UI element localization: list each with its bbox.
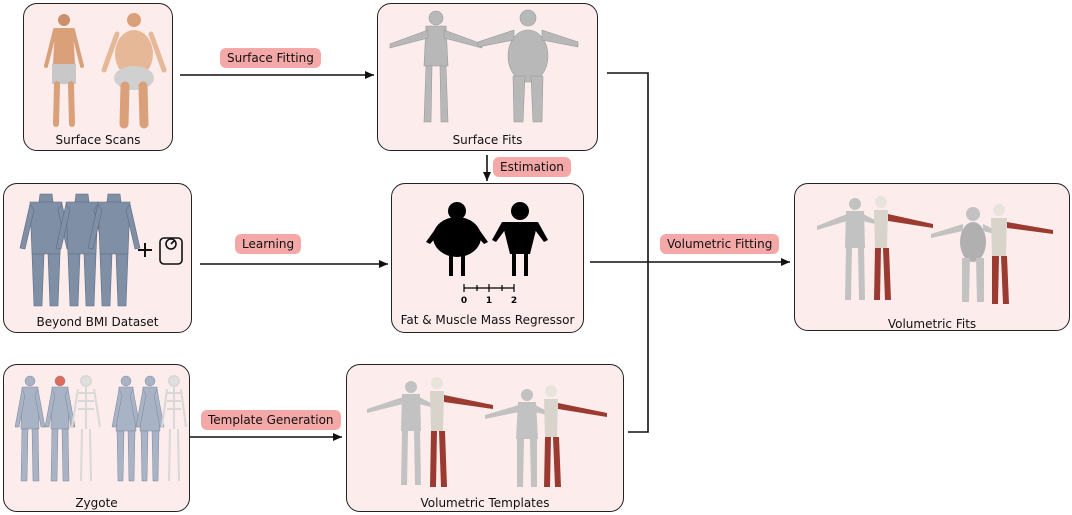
node-label-volumetric-fits: Volumetric Fits [887, 317, 977, 331]
node-volumetric-templates: Volumetric Templates [346, 364, 624, 512]
node-label-volumetric-templates: Volumetric Templates [420, 496, 550, 510]
surface-scans-illustration [44, 13, 167, 129]
node-label-surface-scans: Surface Scans [55, 133, 141, 147]
muscular-figure-icon [492, 202, 548, 276]
zygote-illustration [14, 375, 187, 482]
edge-label-estimation: Estimation [493, 157, 571, 177]
node-zygote: Zygote [3, 364, 190, 512]
edge-label-surface-fitting: Surface Fitting [220, 48, 321, 68]
edge-label-template-generation: Template Generation [201, 410, 341, 430]
weight-scale-icon [159, 237, 183, 265]
mass-scale-axis [463, 284, 515, 292]
node-label-surface-fits: Surface Fits [452, 133, 523, 147]
edge-label-volumetric-fitting: Volumetric Fitting [660, 234, 780, 254]
scale-tick-1: 1 [486, 296, 492, 306]
node-surface-scans: Surface Scans [23, 3, 173, 151]
node-fat-muscle-regressor: 0 1 2 Fat & Muscle Mass Regressor [391, 183, 584, 333]
volumetric-fits-illustration [817, 196, 1053, 304]
plus-icon [138, 243, 152, 257]
regressor-illustration: 0 1 2 [426, 202, 548, 306]
surface-fits-illustration [389, 9, 579, 123]
node-label-regressor: Fat & Muscle Mass Regressor [400, 313, 575, 327]
node-surface-fits: Surface Fits [377, 3, 598, 151]
node-label-beyond-bmi: Beyond BMI Dataset [36, 315, 159, 329]
merge-connector [590, 72, 649, 433]
beyond-bmi-illustration [19, 193, 183, 307]
edge-label-learning: Learning [235, 234, 302, 254]
obese-figure-icon [426, 202, 488, 276]
node-beyond-bmi-dataset: Beyond BMI Dataset [3, 183, 192, 333]
node-volumetric-fits: Volumetric Fits [794, 183, 1070, 331]
scale-tick-0: 0 [461, 296, 467, 306]
node-label-zygote: Zygote [75, 496, 118, 510]
volumetric-templates-illustration [367, 377, 607, 487]
scale-tick-2: 2 [511, 296, 517, 306]
